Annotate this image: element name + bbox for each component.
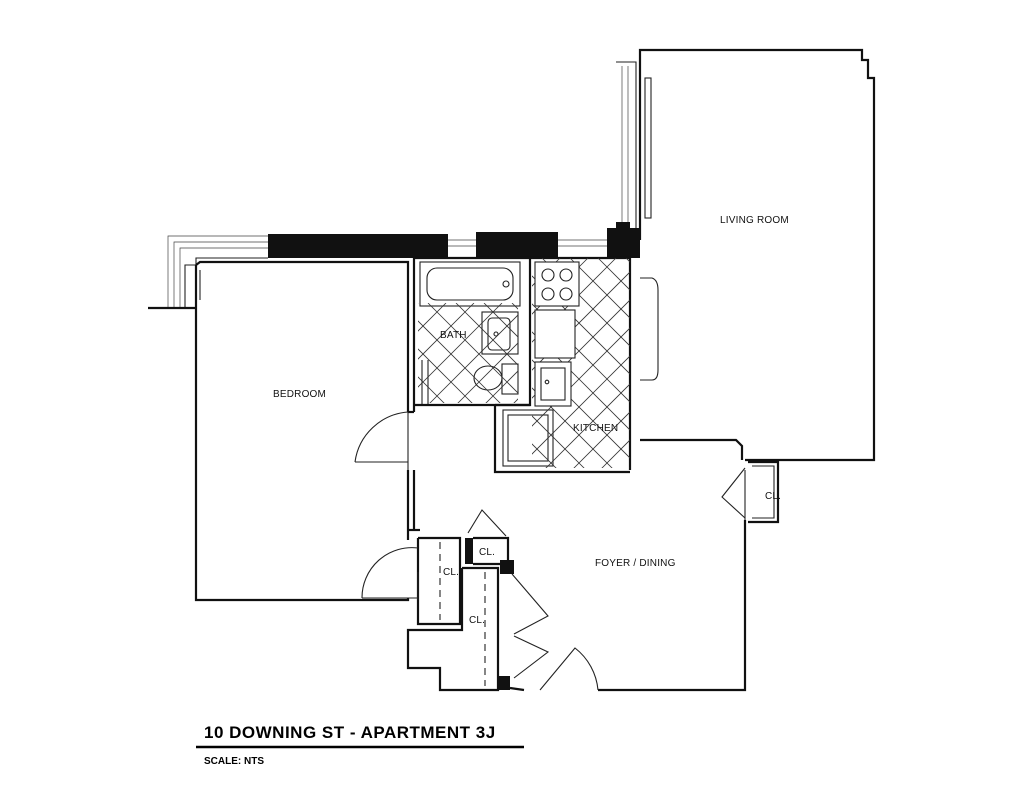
foyer-walls bbox=[598, 438, 747, 692]
closet-label-right: CL. bbox=[765, 491, 781, 502]
bedroom-label: BEDROOM bbox=[273, 389, 326, 400]
foyer-dining-label: FOYER / DINING bbox=[595, 558, 676, 569]
entry-door[interactable] bbox=[509, 647, 599, 692]
bath-walls bbox=[414, 256, 532, 407]
kitchen-walls bbox=[493, 256, 632, 474]
bedroom-walls bbox=[194, 258, 420, 602]
bath-floor-tile bbox=[418, 303, 518, 403]
living-room-label: LIVING ROOM bbox=[720, 215, 789, 226]
living-room-walls bbox=[616, 48, 876, 462]
exterior-top-wall bbox=[148, 222, 640, 310]
closet-left-upper bbox=[416, 536, 462, 626]
closet-small-top bbox=[465, 509, 510, 566]
closet-left-upper-door[interactable] bbox=[361, 547, 419, 600]
closet-entry-doors[interactable] bbox=[511, 573, 550, 679]
bedroom-door[interactable] bbox=[354, 411, 409, 470]
stove bbox=[534, 261, 580, 307]
closet-entry bbox=[406, 560, 514, 692]
closet-right-door[interactable] bbox=[721, 467, 746, 519]
closet-label-left: CL. bbox=[443, 567, 459, 578]
kitchen-label: KITCHEN bbox=[573, 423, 618, 434]
closet-label-small: CL. bbox=[479, 547, 495, 558]
kitchen-counter bbox=[534, 309, 576, 407]
closet-right bbox=[748, 460, 780, 524]
closet-label-entry: CL. bbox=[469, 615, 485, 626]
plan-scale: SCALE: NTS bbox=[204, 756, 264, 767]
bath-label: BATH bbox=[440, 330, 467, 341]
plan-title: 10 DOWNING ST - APARTMENT 3J bbox=[204, 723, 496, 742]
